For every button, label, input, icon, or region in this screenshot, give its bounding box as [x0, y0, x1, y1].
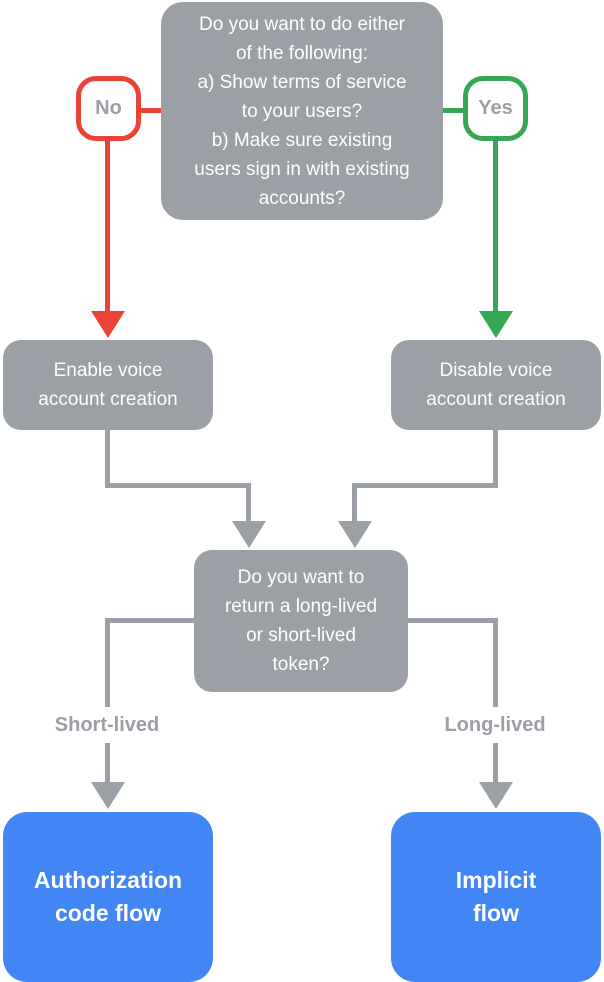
- no-badge: No: [76, 76, 141, 141]
- arrowhead-short-lived: [91, 782, 125, 809]
- node-top-question: Do you want to do either of the followin…: [161, 2, 443, 220]
- connector-no-horizontal: [141, 108, 161, 113]
- connector-disable-into-question: [352, 483, 357, 523]
- connector-enable-across: [105, 483, 251, 488]
- connector-yes-horizontal: [443, 108, 463, 113]
- arrowhead-no: [91, 311, 125, 338]
- arrowhead-yes: [479, 311, 513, 338]
- node-disable-voice-account-creation: Disable voice account creation: [391, 340, 601, 430]
- node-implicit-flow: Implicit flow: [391, 812, 601, 982]
- connector-no-vertical: [105, 139, 110, 313]
- long-lived-label: Long-lived: [410, 707, 580, 743]
- arrowhead-disable: [338, 521, 372, 548]
- connector-short-lived-horizontal: [105, 618, 194, 623]
- connector-yes-vertical: [493, 139, 498, 313]
- connector-enable-down: [105, 430, 110, 488]
- arrowhead-enable: [232, 521, 266, 548]
- connector-long-lived-vertical: [493, 618, 498, 783]
- arrowhead-long-lived: [479, 782, 513, 809]
- connector-short-lived-vertical: [105, 618, 110, 783]
- connector-disable-across: [352, 483, 498, 488]
- connector-disable-down: [493, 430, 498, 488]
- connector-enable-into-question: [246, 483, 251, 523]
- node-authorization-code-flow: Authorization code flow: [3, 812, 213, 982]
- yes-badge: Yes: [463, 76, 528, 141]
- node-token-question: Do you want to return a long-lived or sh…: [194, 550, 408, 692]
- node-enable-voice-account-creation: Enable voice account creation: [3, 340, 213, 430]
- short-lived-label: Short-lived: [22, 707, 192, 743]
- connector-long-lived-horizontal: [408, 618, 498, 623]
